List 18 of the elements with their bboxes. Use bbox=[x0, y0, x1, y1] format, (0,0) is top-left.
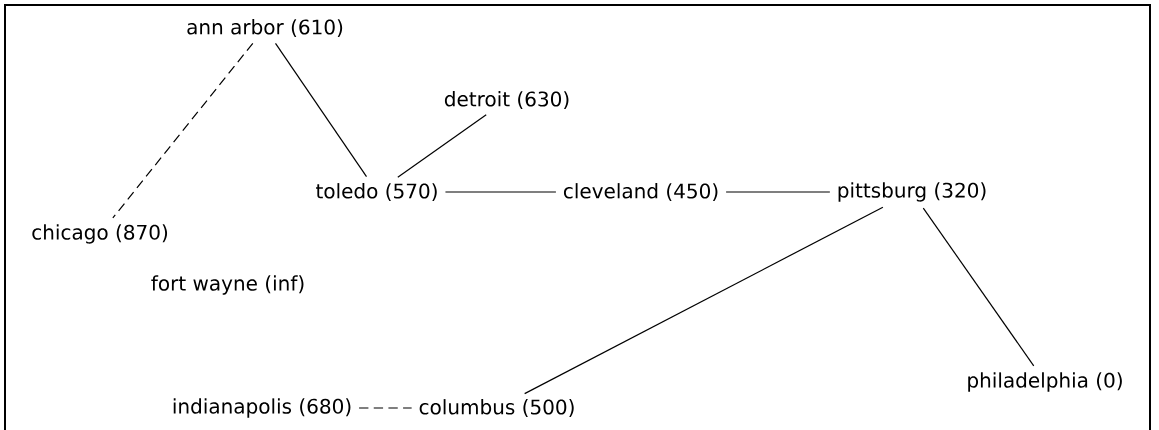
city-label: columbus (500) bbox=[419, 399, 574, 417]
city-label: indianapolis (680) bbox=[173, 398, 351, 418]
connector-line bbox=[274, 42, 368, 178]
connector-line bbox=[444, 191, 557, 193]
city-label: pittsburg (320) bbox=[838, 182, 986, 202]
city-label: detroit (630) bbox=[444, 91, 569, 109]
connector-line bbox=[725, 191, 831, 193]
city-label: ann arbor (610) bbox=[187, 19, 343, 37]
connector-line bbox=[524, 206, 884, 395]
city-label: chicago (870) bbox=[32, 224, 168, 244]
city-label: toledo (570) bbox=[316, 183, 437, 201]
connector-line bbox=[358, 407, 413, 409]
city-label: philadelphia (0) bbox=[968, 372, 1122, 392]
city-label: fort wayne (inf) bbox=[151, 275, 304, 295]
connector-line bbox=[922, 207, 1035, 367]
city-label: cleveland (450) bbox=[563, 183, 718, 201]
connector-line bbox=[397, 114, 487, 178]
connector-line bbox=[112, 42, 254, 219]
